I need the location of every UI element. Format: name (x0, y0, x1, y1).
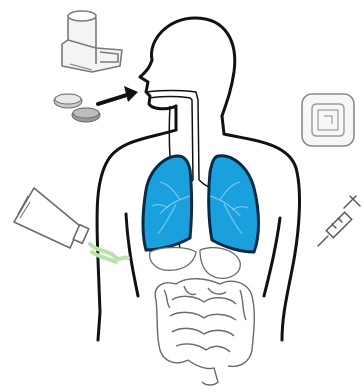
ointment-trail (90, 244, 128, 262)
lungs (143, 156, 259, 252)
pills-icon (54, 94, 100, 122)
transdermal-patch-icon (302, 94, 354, 146)
intestines (155, 279, 254, 385)
topical-tube-icon (14, 188, 89, 248)
liver (150, 248, 196, 271)
stomach (200, 248, 240, 279)
inhaler-icon (62, 11, 122, 72)
arrow-right-icon (98, 86, 138, 104)
upper-organs (150, 248, 241, 279)
left-lung (143, 156, 192, 250)
syringe-icon (318, 196, 360, 246)
right-lung (209, 156, 259, 252)
